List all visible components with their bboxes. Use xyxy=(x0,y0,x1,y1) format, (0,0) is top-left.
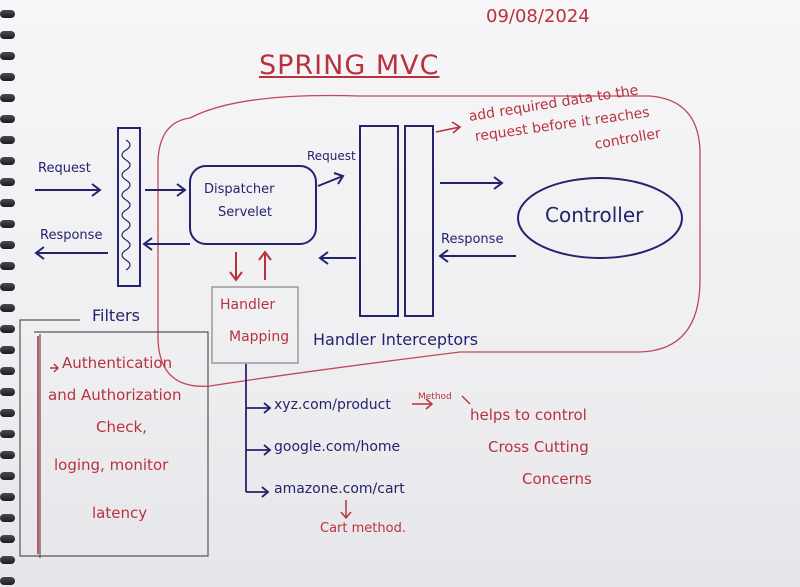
filters-label: Filters xyxy=(92,306,140,325)
controller-label: Controller xyxy=(545,203,644,227)
dispatcher-label-line1: Dispatcher xyxy=(204,182,275,197)
binding-ring xyxy=(0,556,15,564)
handler-interceptors-label: Handler Interceptors xyxy=(313,330,479,349)
binding-ring xyxy=(0,409,15,417)
filter-note-line2: and Authorization xyxy=(48,386,182,404)
binding-ring xyxy=(0,262,15,270)
mapping-item-1: xyz.com/product xyxy=(274,397,391,413)
handler-mapping-label-line1: Handler xyxy=(220,297,276,313)
method-to-crosscut-arrow xyxy=(461,395,471,405)
handler-mapping-label-line2: Mapping xyxy=(229,329,290,345)
binding-ring xyxy=(0,31,15,39)
binding-ring xyxy=(0,283,15,291)
mapping-tree xyxy=(245,364,272,498)
interceptor-to-controller-arrow xyxy=(440,176,504,190)
handler-mapping-box xyxy=(211,286,299,364)
binding-ring xyxy=(0,199,15,207)
binding-ring xyxy=(0,304,15,312)
crosscut-note-line1: helps to control xyxy=(470,406,587,424)
crosscut-note-line2: Cross Cutting xyxy=(488,438,589,456)
interceptor-column-1 xyxy=(359,125,399,317)
binding-ring xyxy=(0,115,15,123)
interceptor-column-2 xyxy=(404,125,434,317)
dispatcher-to-filter-arrow xyxy=(142,237,190,251)
filter-note-box xyxy=(19,319,209,558)
binding-ring xyxy=(0,136,15,144)
filter-note-line4: loging, monitor xyxy=(54,456,169,474)
filter-note-line5: latency xyxy=(92,504,148,522)
crosscut-note-line3: Concerns xyxy=(522,470,592,488)
binding-ring xyxy=(0,472,15,480)
binding-ring xyxy=(0,241,15,249)
binding-ring xyxy=(0,52,15,60)
controller-ellipse xyxy=(517,177,683,259)
note-arrow xyxy=(435,121,462,134)
binding-ring xyxy=(0,94,15,102)
page-title: SPRING MVC xyxy=(259,50,440,81)
mapping-item-3: amazone.com/cart xyxy=(274,481,405,497)
dispatcher-to-interceptor-arrow xyxy=(317,172,345,187)
filter-to-dispatcher-arrow xyxy=(145,183,187,197)
cart-method-note: Cart method. xyxy=(320,521,406,536)
mapping-up-arrow xyxy=(258,250,272,280)
binding-ring xyxy=(0,388,15,396)
filter-column xyxy=(117,127,141,287)
request-in-label: Request xyxy=(38,161,91,176)
method-note: Method xyxy=(418,392,452,402)
interceptor-to-dispatcher-arrow xyxy=(318,251,356,265)
binding-ring xyxy=(0,493,15,501)
mvc-context-loop xyxy=(157,94,701,387)
binding-ring xyxy=(0,73,15,81)
binding-ring xyxy=(0,178,15,186)
response-out-arrow xyxy=(34,246,108,260)
binding-ring xyxy=(0,10,15,18)
filter-note-pointer xyxy=(50,363,59,373)
request-in-arrow xyxy=(35,183,102,197)
binding-ring xyxy=(0,157,15,165)
binding-ring xyxy=(0,220,15,228)
binding-ring xyxy=(0,577,15,585)
mapping-item-2: google.com/home xyxy=(274,439,401,455)
filter-squiggle xyxy=(121,139,131,271)
controller-to-interceptor-arrow xyxy=(438,249,516,263)
date: 09/08/2024 xyxy=(486,6,590,27)
binding-ring xyxy=(0,514,15,522)
filter-note-line3: Check, xyxy=(96,418,147,436)
binding-ring xyxy=(0,451,15,459)
filter-note-line1: Authentication xyxy=(62,354,173,372)
mapping-down-arrow xyxy=(229,252,243,282)
binding-ring xyxy=(0,430,15,438)
response-out-label: Response xyxy=(40,228,103,243)
method-arrow xyxy=(412,398,434,410)
binding-ring xyxy=(0,367,15,375)
binding-ring xyxy=(0,535,15,543)
dispatcher-box xyxy=(189,165,317,245)
binding-ring xyxy=(0,325,15,333)
binding-ring xyxy=(0,346,15,354)
dispatcher-request-label: Request xyxy=(307,149,356,163)
cart-method-arrow xyxy=(340,500,352,520)
dispatcher-label-line2: Servelet xyxy=(218,205,272,220)
controller-response-label: Response xyxy=(441,232,504,247)
